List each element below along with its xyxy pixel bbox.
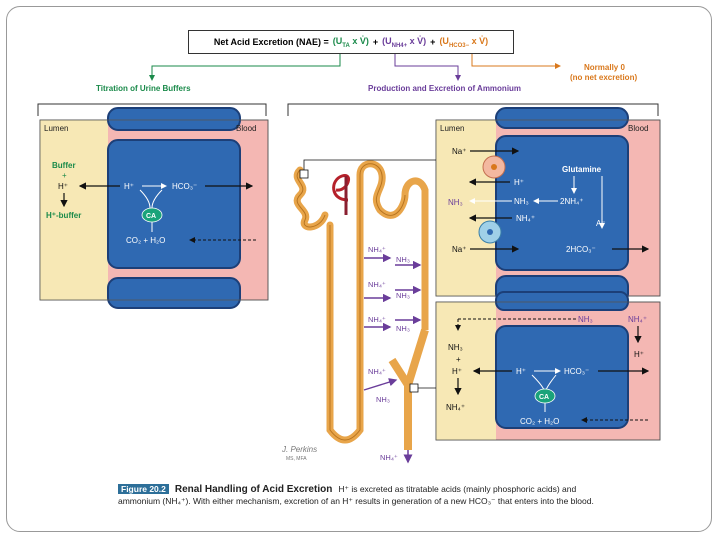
equation-term-hco3: (UHCO3− x V̇) — [439, 35, 489, 49]
note-normally: Normally 0 — [584, 63, 625, 72]
rt-h: H⁺ — [514, 178, 524, 187]
rb-plus: + — [456, 355, 461, 364]
nephron-collecting-nh3: NH₃ — [376, 395, 390, 404]
left-cell-h: H⁺ — [124, 182, 134, 191]
right-bottom-panel: NH₃ NH₄⁺ H⁺ NH₃ + H⁺ NH₄⁺ H⁺ HCO₃⁻ CA CO… — [435, 291, 661, 441]
rt-nh4: NH₄⁺ — [516, 214, 535, 223]
rt-2hco3: 2HCO₃⁻ — [566, 245, 596, 254]
rb-nh3-top: NH₃ — [578, 315, 593, 324]
artist-signature-sub: MS, MFA — [286, 456, 307, 462]
left-section-title: Titration of Urine Buffers — [96, 84, 191, 93]
rt-glutamine: Glutamine — [562, 165, 602, 174]
nephron-collecting-nh4: NH₄⁺ — [368, 367, 386, 376]
rt-lumen-label: Lumen — [440, 124, 464, 133]
right-bracket — [287, 103, 659, 116]
figure-tag: Figure 20.2 — [118, 484, 169, 494]
artist-signature: J. Perkins — [281, 445, 317, 454]
equation-term-ta: (UTA x V̇) — [332, 35, 369, 49]
figure-title: Renal Handling of Acid Excretion — [174, 484, 333, 495]
rb-cell-hco3: HCO₃⁻ — [564, 367, 589, 376]
rt-na-top: Na⁺ — [452, 147, 466, 156]
nephron-out-nh4: NH₄⁺ — [380, 453, 398, 462]
nephron-label-5: NH₄⁺ — [368, 315, 386, 324]
rb-h-lumen: H⁺ — [452, 367, 462, 376]
rt-nh3-lumen: NH₃ — [448, 198, 463, 207]
rb-h-right: H⁺ — [634, 350, 644, 359]
nephron-label-2: NH₃ — [396, 255, 410, 264]
rt-nh3-cell: NH₃ — [514, 197, 529, 206]
rt-a-minus: A⁻ — [596, 219, 606, 228]
left-hbuffer-label: H⁺-buffer — [46, 211, 81, 220]
left-buffer-label: Buffer — [52, 161, 76, 170]
equation-lhs: Net Acid Excretion (NAE) = — [213, 37, 329, 47]
equation-term-nh4: (UNH4+ x V̇) — [382, 35, 427, 49]
equation-connectors — [149, 54, 561, 81]
rt-2nh4: 2NH₄⁺ — [560, 197, 584, 206]
slide-frame — [6, 6, 712, 532]
right-top-panel: Lumen Blood Na⁺ H⁺ NH₃ NH₃ 2NH₄⁺ Glutami… — [435, 107, 661, 305]
left-bracket — [37, 103, 267, 116]
rb-nh4-top: NH₄⁺ — [628, 315, 647, 324]
rb-cell-h: H⁺ — [516, 367, 526, 376]
rb-ca-label: CA — [539, 394, 549, 401]
figure-caption-text: H⁺ is excreted as titratable acids (main… — [118, 484, 594, 506]
right-section-title: Production and Excretion of Ammonium — [368, 84, 521, 93]
left-buffer-plus: + — [62, 171, 67, 180]
left-hplus-label: H⁺ — [58, 182, 68, 191]
nephron-label-4: NH₃ — [396, 291, 410, 300]
note-no-net: (no net excretion) — [570, 73, 637, 82]
nephron-illustration: NH₄⁺ NH₃ NH₄⁺ NH₃ NH₄⁺ NH₃ NH₄⁺ NH₃ NH₄⁺… — [281, 159, 436, 464]
figure-caption: Figure 20.2 Renal Handling of Acid Excret… — [118, 484, 608, 506]
left-panel: Lumen Blood Buffer + H⁺ H⁺-buffer H⁺ HCO… — [39, 107, 269, 309]
nae-equation-box: Net Acid Excretion (NAE) = (UTA x V̇) + … — [188, 30, 514, 54]
rt-blood-label: Blood — [628, 124, 648, 133]
nephron-label-3: NH₄⁺ — [368, 280, 386, 289]
rb-co2-label: CO₂ + H₂O — [520, 417, 559, 426]
rb-nh4-lumen: NH₄⁺ — [446, 403, 465, 412]
left-co2-label: CO₂ + H₂O — [126, 236, 165, 245]
left-blood-label: Blood — [236, 124, 256, 133]
rt-na-bottom: Na⁺ — [452, 245, 466, 254]
equation-plus-1: + — [372, 37, 379, 47]
left-cell-hco3: HCO₃⁻ — [172, 182, 197, 191]
left-lumen-label: Lumen — [44, 124, 68, 133]
rb-nh3-lumen: NH₃ — [448, 343, 463, 352]
equation-plus-2: + — [430, 37, 436, 47]
left-ca-label: CA — [146, 213, 156, 220]
nephron-label-6: NH₃ — [396, 324, 410, 333]
nephron-label-1: NH₄⁺ — [368, 245, 386, 254]
